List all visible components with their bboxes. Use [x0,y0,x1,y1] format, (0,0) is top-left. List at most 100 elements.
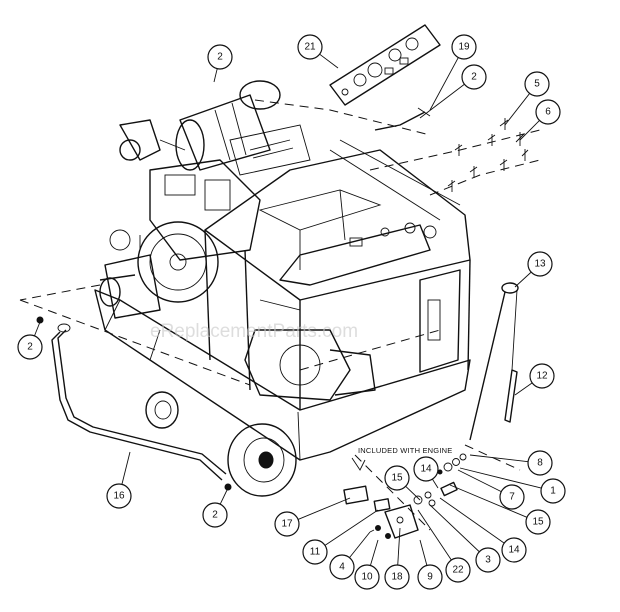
callout-label: 22 [452,565,464,576]
callout-circle [501,537,527,563]
callout-label: 8 [537,458,543,469]
leader-c3 [429,504,480,553]
included-with-engine-note: INCLUDED WITH ENGINE [358,446,452,455]
leader-c2-left [34,321,41,337]
fasteners-top-right [447,118,529,192]
callout-label: 5 [534,79,540,90]
callout-circle [535,99,561,125]
callout-circle [525,509,551,535]
callout-c4: 4 [329,554,355,580]
callout-circle [451,34,477,60]
leader-c4 [349,531,371,558]
callout-label: 15 [532,517,544,528]
callout-c11: 11 [302,539,328,565]
leader-c12 [514,382,533,396]
callout-label: 2 [27,342,33,353]
callout-c7: 7 [499,484,525,510]
callout-label: 13 [534,259,546,270]
callout-circle [524,71,550,97]
leader-c18 [397,527,401,566]
leader-c5 [504,93,530,126]
leader-c19 [429,57,459,111]
leader-c22 [417,509,452,561]
callout-label: 17 [281,519,293,530]
callout-label: 2 [471,72,477,83]
callout-circle [274,511,300,537]
leader-c15-l [405,485,421,501]
dipstick [469,282,519,441]
callout-label: 11 [310,547,321,558]
callout-label: 14 [420,464,432,475]
leader-c7 [457,469,502,493]
callout-c19: 19 [451,34,477,60]
callout-label: 12 [536,371,548,382]
callout-circle [302,539,328,565]
callout-label: 6 [545,107,551,118]
callout-circle [384,465,410,491]
leader-c14-top [432,478,439,489]
callout-c18: 18 [384,564,410,590]
callout-circle [527,251,553,277]
callout-label: 14 [508,545,520,556]
callout-label: 19 [458,42,470,53]
leader-c1 [459,467,542,489]
machine-frame [94,139,471,461]
callout-c14-bot: 14 [501,537,527,563]
leader-c15-r [449,484,528,518]
callout-c2-bot: 2 [202,502,228,528]
callout-c2-mid: 2 [461,64,487,90]
watermark: eReplacementParts.com [150,321,358,342]
callout-label: 3 [485,555,491,566]
callout-circle [207,44,233,70]
leader-c6 [519,120,540,141]
callout-c17: 17 [274,511,300,537]
callout-c6: 6 [535,99,561,125]
callout-c14-top: 14 [413,456,439,482]
callout-label: 4 [339,562,345,573]
callout-label: 9 [427,572,433,583]
callout-label: 10 [361,572,373,583]
callout-label: 21 [304,42,316,53]
callout-label: 16 [113,491,125,502]
callout-c2-top: 2 [207,44,233,70]
callout-circle [384,564,410,590]
callout-circle [329,554,355,580]
leader-c13 [514,271,532,288]
callout-c15-l: 15 [384,465,410,491]
leader-c17 [297,497,351,520]
callout-circle [297,34,323,60]
assembly-lines [19,99,541,531]
callout-circle [106,483,132,509]
callout-c15-r: 15 [525,509,551,535]
callout-circle [499,484,525,510]
callout-c16: 16 [106,483,132,509]
callout-c12: 12 [529,363,555,389]
leader-c11 [324,509,379,546]
callout-circle [445,557,471,583]
leader-lines [34,53,542,566]
callout-label: 15 [391,473,403,484]
callout-c8: 8 [527,450,553,476]
instrument-panel [329,24,441,106]
leader-c10 [369,539,379,566]
leader-c14-bot [439,497,505,544]
callout-label: 18 [391,572,403,583]
callout-label: 2 [212,510,218,521]
callout-c22: 22 [445,557,471,583]
wheels [145,391,297,497]
callout-circle [413,456,439,482]
callout-circle [417,564,443,590]
leader-c16 [121,451,131,485]
leader-c2-mid [419,83,465,119]
cable-19 [374,107,431,131]
callout-circle [461,64,487,90]
leader-c2-bot [219,487,229,505]
callout-circle [17,334,43,360]
callout-label: 7 [509,492,515,503]
callout-c21: 21 [297,34,323,60]
leader-c9 [419,539,428,566]
callout-circle [202,502,228,528]
callout-c13: 13 [527,251,553,277]
